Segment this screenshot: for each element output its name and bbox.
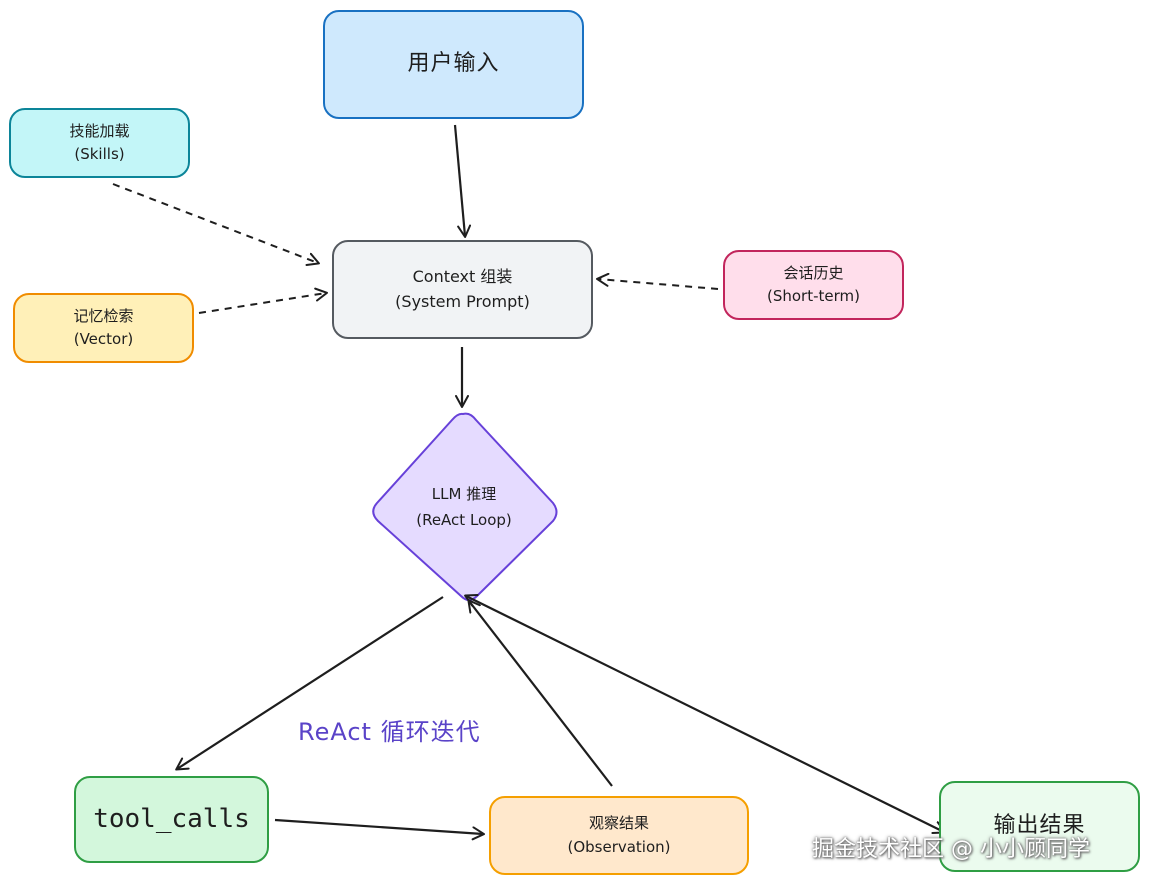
- react-loop-label: ReAct 循环迭代: [298, 718, 481, 746]
- edge-skills-to-context: [112, 183, 320, 267]
- edge-llm-to-tool-calls: [175, 596, 444, 771]
- edge-history-to-context: [596, 272, 719, 290]
- edge-memory-to-context: [198, 287, 328, 314]
- history-label: 会话历史: [783, 263, 844, 282]
- skills-node[interactable]: 技能加载 (Skills): [9, 108, 190, 178]
- skills-sublabel: (Skills): [74, 145, 125, 163]
- llm-node-label: LLM 推理 (ReAct Loop): [384, 482, 544, 533]
- memory-label: 记忆检索: [73, 306, 134, 325]
- edge-tool-calls-to-observation: [274, 818, 485, 841]
- edge-observation-to-llm: [467, 599, 613, 787]
- observation-node[interactable]: 观察结果 (Observation): [489, 796, 749, 875]
- llm-sublabel: (ReAct Loop): [416, 510, 512, 529]
- user-input-label: 用户输入: [407, 51, 500, 77]
- tool-calls-label: tool_calls: [93, 804, 250, 835]
- llm-label: LLM 推理: [431, 485, 497, 503]
- user-input-node[interactable]: 用户输入: [323, 10, 584, 119]
- edge-user-to-context: [453, 124, 472, 238]
- memory-sublabel: (Vector): [73, 330, 134, 348]
- output-result-node[interactable]: 输出结果: [939, 781, 1140, 872]
- skills-label: 技能加载: [69, 121, 130, 140]
- history-sublabel: (Short-term): [767, 287, 860, 305]
- tool-calls-node[interactable]: tool_calls: [74, 776, 269, 863]
- memory-retrieval-node[interactable]: 记忆检索 (Vector): [13, 293, 194, 363]
- context-assembly-node[interactable]: Context 组装 (System Prompt): [332, 240, 593, 339]
- output-label: 输出结果: [993, 813, 1086, 839]
- observation-label: 观察结果: [588, 814, 649, 833]
- context-label: Context 组装: [412, 266, 513, 286]
- session-history-node[interactable]: 会话历史 (Short-term): [723, 250, 904, 320]
- watermark: 掘金技术社区 @ 小小顾同学: [812, 837, 1090, 862]
- edge-llm-output-bidirectional: [464, 594, 946, 834]
- context-sublabel: (System Prompt): [395, 291, 530, 311]
- observation-sublabel: (Observation): [567, 837, 671, 856]
